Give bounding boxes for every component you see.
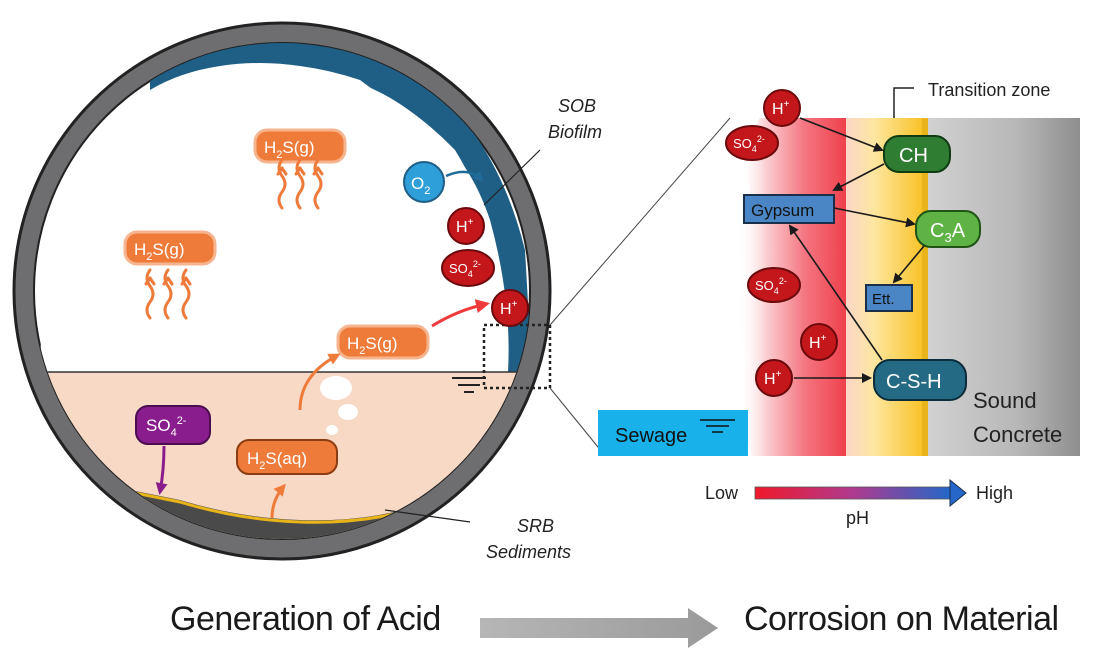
h2s-gas-badge-top: H2S(g) (253, 128, 347, 164)
svg-text:SO42-: SO42- (449, 259, 481, 279)
sewage-box (598, 410, 748, 456)
wavy-gas-lines-top (276, 158, 324, 210)
svg-text:H+: H+ (772, 99, 790, 118)
svg-text:SO42-: SO42- (733, 134, 765, 154)
generation-of-acid-label: Generation of Acid (170, 600, 441, 638)
svg-text:CH: CH (899, 145, 928, 167)
transition-zone-pointer (893, 87, 914, 118)
zoom-line-bottom (549, 387, 603, 453)
water-level-symbol (452, 377, 486, 393)
corrosion-on-material-label: Corrosion on Material (744, 600, 1059, 638)
svg-text:H+: H+ (500, 299, 518, 318)
svg-text:Gypsum: Gypsum (751, 201, 814, 220)
sewage-label: Sewage (615, 425, 687, 447)
zoom-line-top (549, 117, 731, 326)
proton-badge-zoom-low: H+ (755, 359, 793, 397)
svg-text:Ett.: Ett. (872, 291, 895, 308)
svg-text:C3A: C3A (930, 220, 966, 245)
sound-concrete-line2: Concrete (973, 422, 1062, 447)
zoomed-corrosion-view: Sewage Transition zone H+ SO42- SO42- H+… (598, 80, 1080, 456)
svg-text:H2S(g): H2S(g) (264, 138, 315, 161)
sediment-to-aq-arrow (270, 483, 286, 519)
svg-text:H+: H+ (456, 217, 474, 236)
proton-badge-zoom-top: H+ (763, 89, 801, 127)
h2s-gas-badge-surface: H2S(g) (336, 324, 430, 360)
gypsum-box: Gypsum (743, 194, 835, 224)
svg-text:H2S(g): H2S(g) (347, 334, 398, 357)
srb-label-line1: SRB (517, 516, 554, 536)
sound-concrete-line1: Sound (973, 388, 1037, 413)
h2s-to-proton-arrow (431, 299, 490, 328)
ph-scale: Low High pH (705, 478, 1013, 528)
svg-text:H2S(aq): H2S(aq) (247, 449, 307, 472)
sulfate-badge-zoom-mid: SO42- (747, 267, 801, 303)
srb-label-line2: Sediments (486, 542, 571, 562)
sob-label-line2: Biofilm (548, 122, 602, 142)
svg-text:H2S(g): H2S(g) (134, 240, 185, 263)
svg-text:C-S-H: C-S-H (886, 371, 942, 393)
sob-biofilm (150, 43, 530, 372)
pipe-cross-section (12, 21, 552, 561)
proton-badge-pipe-1: H+ (447, 207, 485, 245)
ph-axis-label: pH (846, 508, 869, 528)
svg-text:H+: H+ (809, 333, 827, 352)
oxygen-badge: O2 (403, 161, 445, 203)
csh-badge: C-S-H (873, 359, 967, 401)
ettringite-box: Ett. (865, 284, 913, 312)
h2s-aq-badge: H2S(aq) (236, 439, 338, 475)
sulfate-badge-zoom-top: SO42- (725, 125, 779, 161)
proton-badge-zoom-mid: H+ (800, 323, 838, 361)
sob-label-line1: SOB (558, 96, 596, 116)
ch-badge: CH (883, 135, 951, 173)
sulfate-purple-badge: SO42- (135, 405, 211, 445)
transition-zone-label: Transition zone (928, 80, 1050, 100)
c3a-badge: C3A (915, 210, 981, 248)
oxygen-arrow (445, 170, 484, 182)
svg-text:SO42-: SO42- (146, 415, 187, 439)
rise-arrow (298, 353, 341, 411)
srb-sediments (34, 480, 530, 539)
wavy-gas-lines-left (144, 268, 192, 320)
reaction-arrows (788, 117, 925, 383)
svg-text:H+: H+ (764, 369, 782, 388)
sulfate-badge-pipe: SO42- (441, 249, 495, 287)
svg-text:SO42-: SO42- (755, 276, 787, 296)
ph-high-label: High (976, 483, 1013, 503)
proton-badge-pipe-2: H+ (491, 289, 529, 327)
h2s-gas-badge-left: H2S(g) (123, 230, 217, 266)
process-arrow (480, 608, 718, 648)
sulfate-down-arrow (155, 445, 168, 495)
bubbles (320, 376, 358, 435)
ph-low-label: Low (705, 483, 739, 503)
svg-text:O2: O2 (411, 174, 430, 197)
